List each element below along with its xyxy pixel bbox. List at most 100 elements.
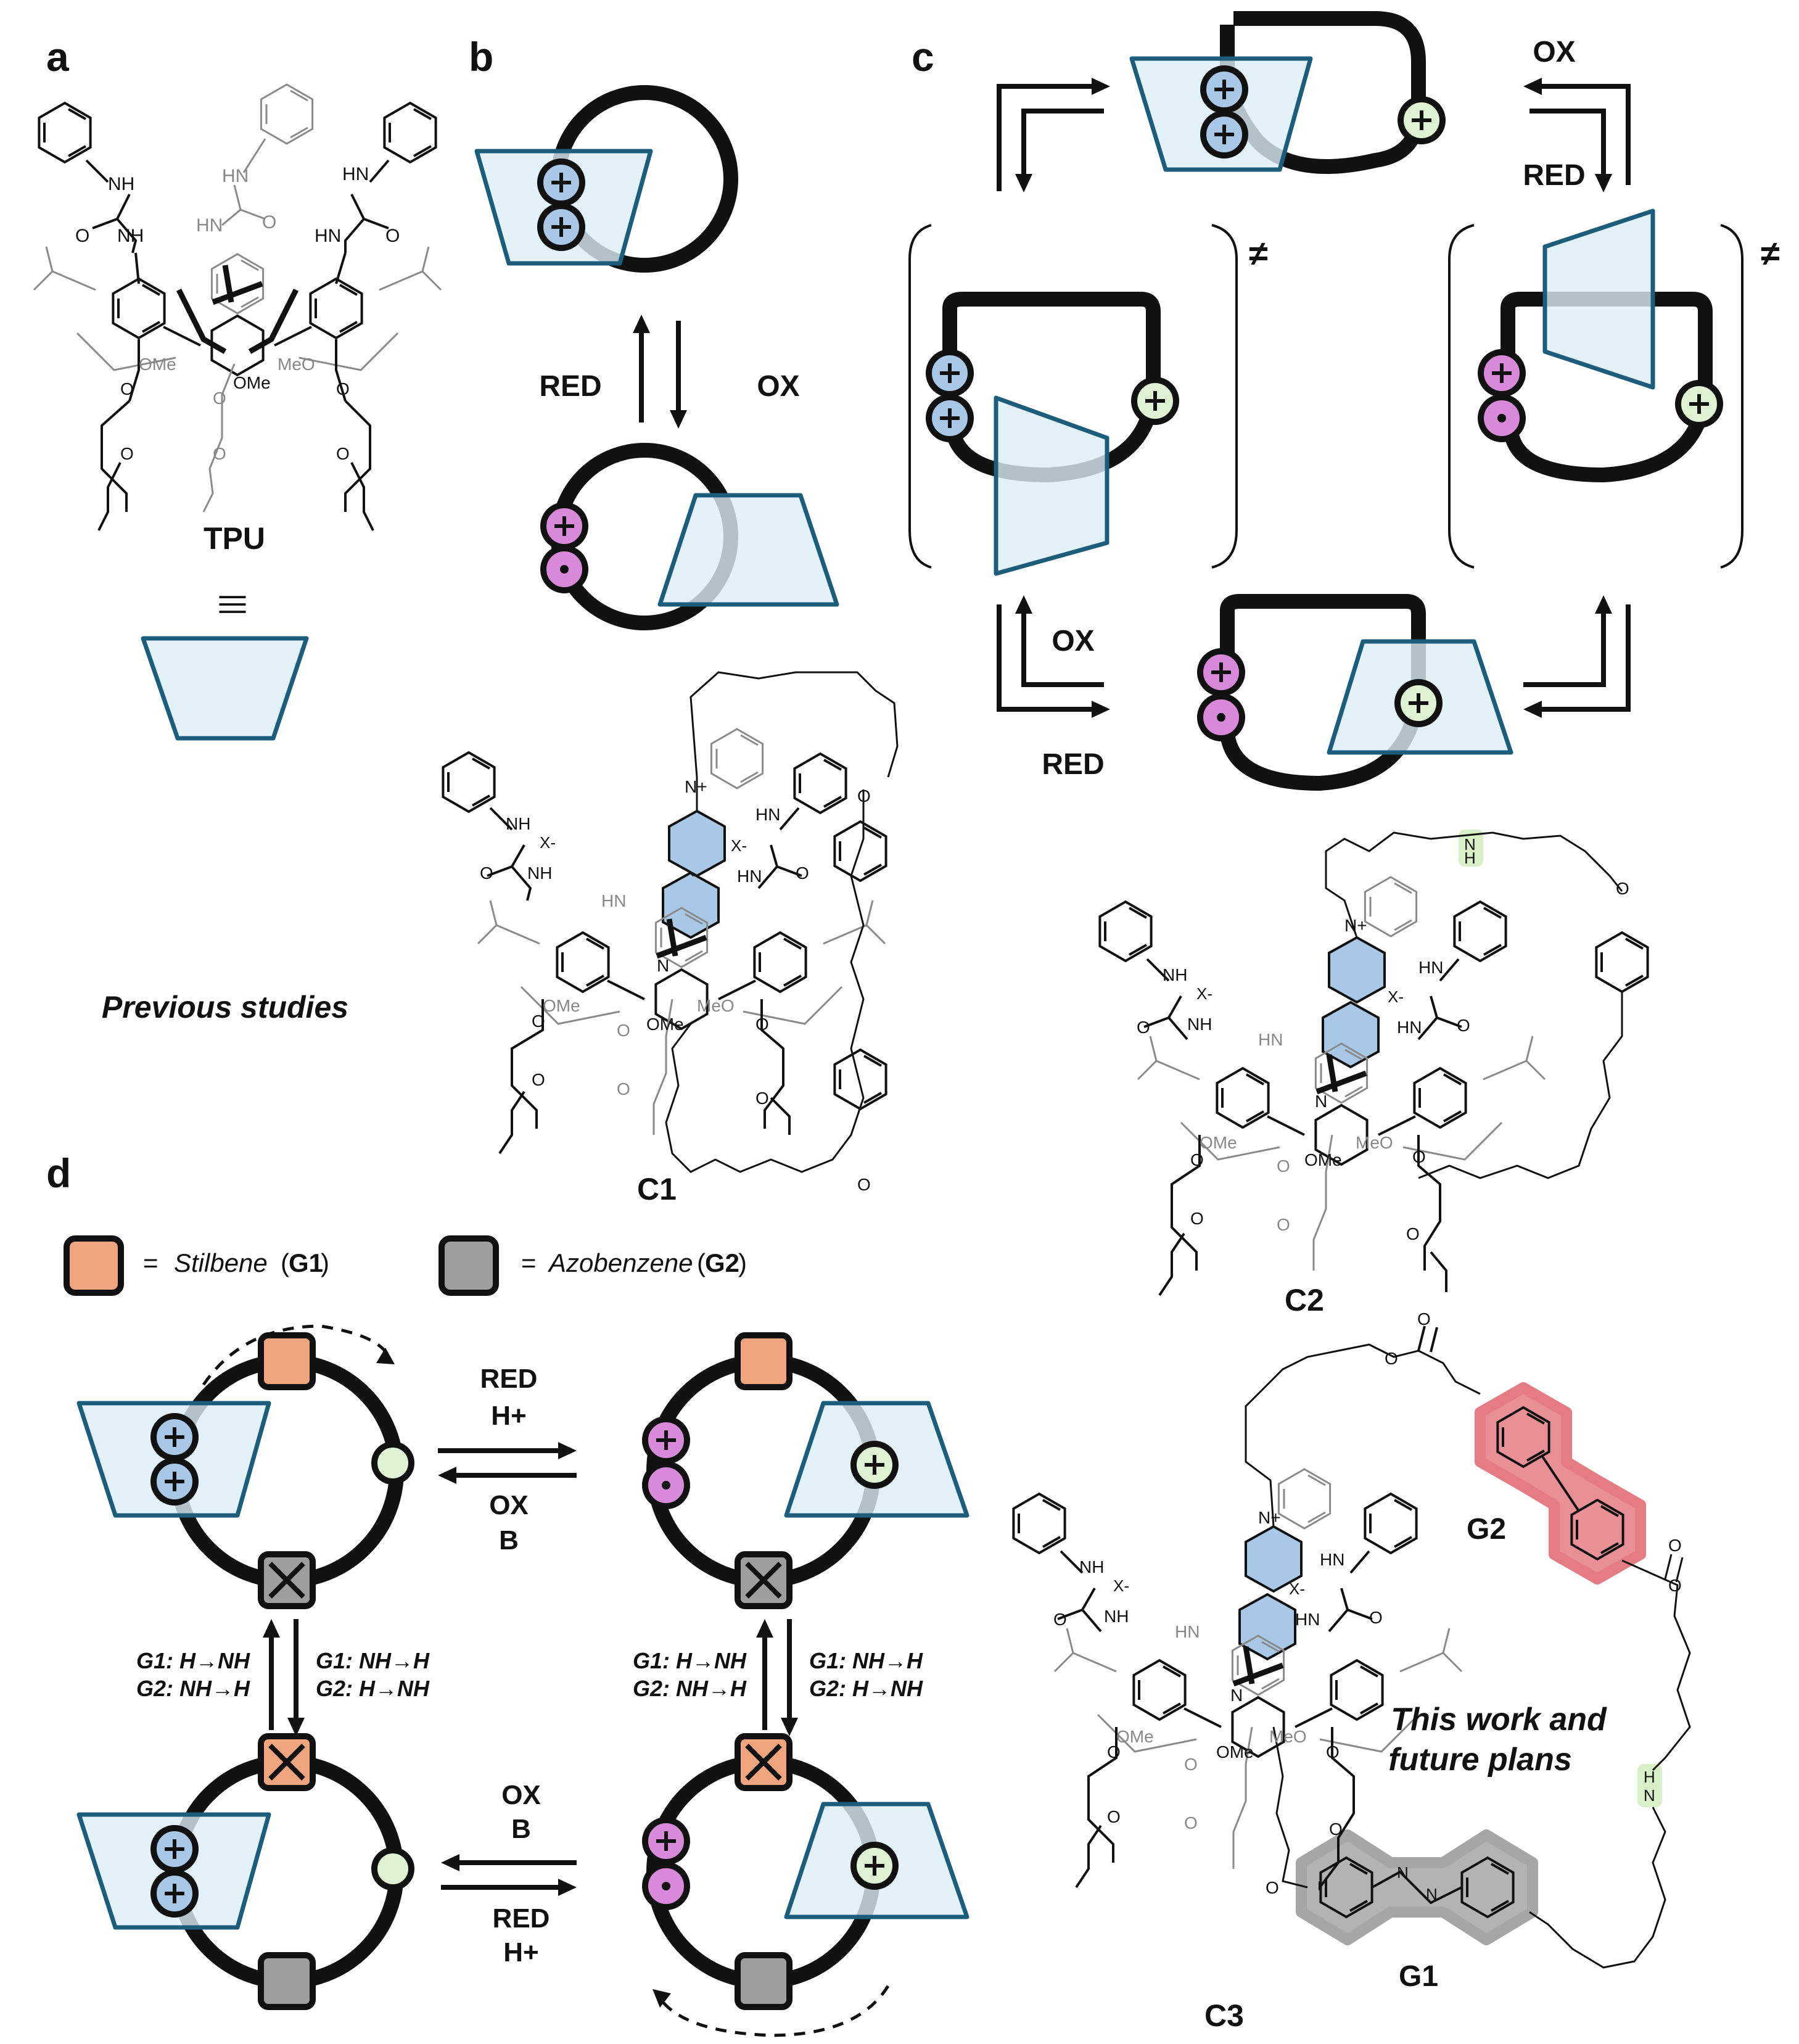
atom-label: NH [1187, 1015, 1212, 1034]
atom-label: O [336, 379, 350, 398]
atom-label: O [1277, 1215, 1290, 1234]
d-bot-rev-2: H+ [503, 1937, 538, 1968]
d-state-bottom-left [76, 1733, 411, 2010]
atom-label: O [1369, 1608, 1383, 1627]
atom-label: O [1326, 1742, 1340, 1762]
d-right-a2: G2: NH→H [633, 1676, 747, 1701]
d-top-fwd-2: H+ [491, 1401, 526, 1431]
atom-label: OMe [646, 1015, 684, 1034]
atom-label: N [1315, 1092, 1327, 1111]
c3-label: C3 [1204, 1998, 1244, 2033]
this-work-caption-line1: This work and [1391, 1702, 1607, 1737]
atom-label: X- [540, 833, 556, 852]
atom-label: N [1644, 1786, 1655, 1805]
atom-label: OMe [233, 373, 271, 392]
panel-c-bottom-state [1200, 594, 1513, 791]
panel-label-c: c [912, 34, 934, 80]
atom-label: O [1616, 879, 1629, 898]
previous-studies-caption: Previous studies [102, 990, 348, 1024]
legend-azobenzene: = Azobenzene ( G2 ) [438, 1235, 747, 1296]
atom-label: O [755, 1089, 769, 1108]
atom-label: HN [315, 226, 341, 246]
c3-atom-labels: N+ NH X- NH O HN X- HN O HN N OMe OMe Me… [1053, 1309, 1682, 1903]
atom-label: N [1397, 1863, 1409, 1882]
atom-label: HN [1175, 1622, 1200, 1641]
d-bot-rev-1: RED [493, 1903, 550, 1934]
atom-label: O [1329, 1819, 1343, 1839]
legend-paren: ) [321, 1248, 329, 1277]
atom-label: OMe [139, 355, 176, 374]
atom-label: O [1266, 1878, 1279, 1897]
d-top-arrows [438, 1442, 577, 1484]
d-top-rev-2: B [499, 1525, 519, 1556]
tpu-structure [34, 83, 441, 531]
panel-c-top-right-arrows [1523, 78, 1631, 192]
stilbene-swatch [64, 1235, 124, 1296]
legend-equals: = [143, 1248, 158, 1277]
d-top-rev-1: OX [489, 1490, 529, 1520]
d-right-vertical-arrows [756, 1619, 798, 1736]
atom-label: O [1457, 1016, 1470, 1035]
atom-label: O [213, 389, 226, 408]
atom-label: HN [1295, 1610, 1320, 1629]
atom-label: X- [1388, 987, 1404, 1006]
g2-label: G2 [1467, 1513, 1506, 1546]
panel-c-neq-right: ≠ [1761, 234, 1780, 273]
d-right-b2: G2: H→NH [809, 1676, 923, 1701]
atom-label: O [617, 1021, 630, 1040]
d-left-a1: G1: H→NH [136, 1648, 250, 1673]
atom-label: O [213, 444, 226, 463]
atom-label: X- [1196, 984, 1212, 1003]
atom-label: O [857, 1175, 871, 1194]
d-bottom-arrows [441, 1854, 577, 1896]
atom-label: HN [1397, 1018, 1422, 1037]
atom-label: O [796, 863, 809, 883]
atom-label: O [1190, 1209, 1204, 1228]
atom-label: HN [1418, 958, 1443, 977]
c2-label: C2 [1285, 1283, 1324, 1317]
atom-label: OMe [1116, 1727, 1154, 1746]
atom-label: N+ [1258, 1508, 1281, 1527]
d-left-b1: G1: NH→H [316, 1648, 430, 1673]
atom-label: NH [1104, 1607, 1129, 1626]
this-work-caption-line2: future plans [1388, 1742, 1572, 1778]
atom-label: O [1184, 1755, 1198, 1774]
panel-b-red-label: RED [539, 370, 601, 403]
atom-label: O [480, 863, 493, 883]
azobenzene-swatch [438, 1235, 499, 1296]
atom-label: O [1107, 1807, 1121, 1826]
atom-label: O [532, 1012, 545, 1031]
atom-label: HN [601, 891, 626, 910]
atom-label: MeO [1356, 1133, 1393, 1152]
atom-label: O [1277, 1156, 1290, 1176]
panel-label-d: d [46, 1150, 71, 1196]
g1-label: G1 [1399, 1960, 1438, 1993]
panel-c-top-state [1129, 11, 1443, 174]
atom-label: O [1385, 1349, 1398, 1368]
atom-label: HN [222, 166, 249, 186]
atom-label: O [1406, 1224, 1420, 1243]
legend-paren: ( [697, 1248, 706, 1277]
atom-label: O [1417, 1309, 1431, 1329]
atom-label: O [120, 444, 134, 463]
atom-label: OMe [1200, 1133, 1237, 1152]
atom-label: O [385, 226, 400, 246]
atom-label: NH [1079, 1557, 1104, 1576]
atom-label: O [1668, 1576, 1682, 1595]
atom-label: MeO [278, 355, 315, 374]
c2-structure [1098, 830, 1649, 1296]
c3-structure [1012, 1325, 1691, 1969]
panel-c-top-left-arrows [997, 78, 1110, 192]
atom-label: H [1464, 849, 1476, 867]
d-left-vertical-arrows [263, 1619, 305, 1736]
legend-stilbene-code: G1 [289, 1248, 323, 1277]
d-bot-fwd-1: OX [501, 1780, 541, 1810]
atom-label: O [75, 226, 89, 246]
c1-label: C1 [637, 1172, 677, 1206]
atom-label: HN [342, 164, 369, 184]
atom-label: HN [737, 867, 762, 886]
atom-label: HN [1320, 1550, 1344, 1569]
atom-label: HN [196, 215, 223, 236]
atom-label: NH [117, 226, 144, 246]
